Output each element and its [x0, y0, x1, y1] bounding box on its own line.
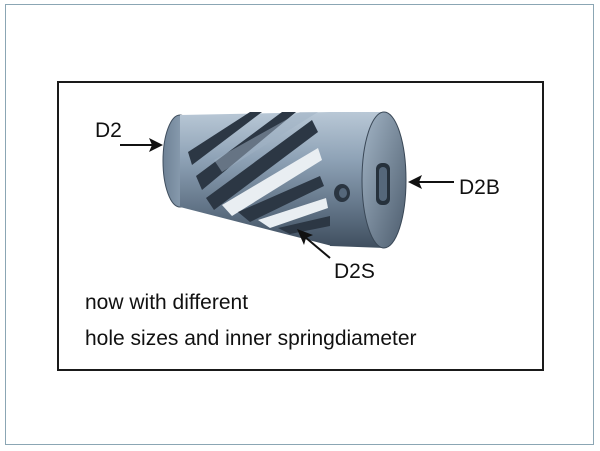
helical-slots [188, 112, 330, 234]
arrow-d2 [120, 138, 163, 152]
label-d2b: D2B [459, 176, 500, 199]
label-d2: D2 [95, 119, 122, 142]
outer-frame [5, 4, 594, 445]
label-d2s: D2S [334, 260, 375, 283]
arrow-d2s [297, 229, 331, 259]
arrow-d2b [408, 175, 454, 189]
caption-line-1: now with different [85, 291, 249, 314]
caption-line-2: hole sizes and inner springdiameter [85, 327, 417, 350]
